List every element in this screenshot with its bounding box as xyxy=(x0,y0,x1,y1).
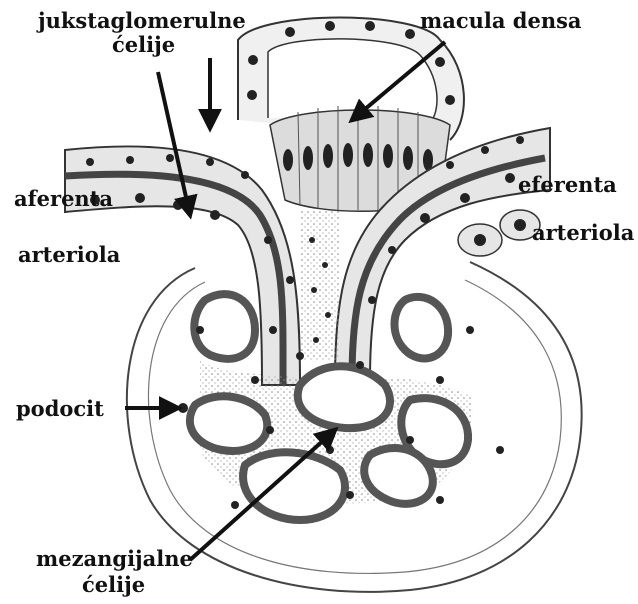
label-afferent: aferenta xyxy=(14,188,113,210)
label-efferent: eferenta xyxy=(518,174,617,196)
extraglomerular-mesangium xyxy=(300,210,340,360)
label-mesangial-cells: mezangijalne xyxy=(36,548,193,570)
label-macula-densa: macula densa xyxy=(420,10,582,32)
label-afferent-line2: arteriola xyxy=(18,244,120,266)
label-juxtaglomerular-cells-line2: ćelije xyxy=(112,34,175,56)
label-podocyte: podocit xyxy=(16,398,104,420)
label-juxtaglomerular-cells: jukstaglomerulne xyxy=(38,10,246,32)
label-mesangial-cells-line2: ćelije xyxy=(82,574,145,596)
arteriole-wall-cells-right xyxy=(458,210,540,256)
label-efferent-line2: arteriola xyxy=(532,222,634,244)
